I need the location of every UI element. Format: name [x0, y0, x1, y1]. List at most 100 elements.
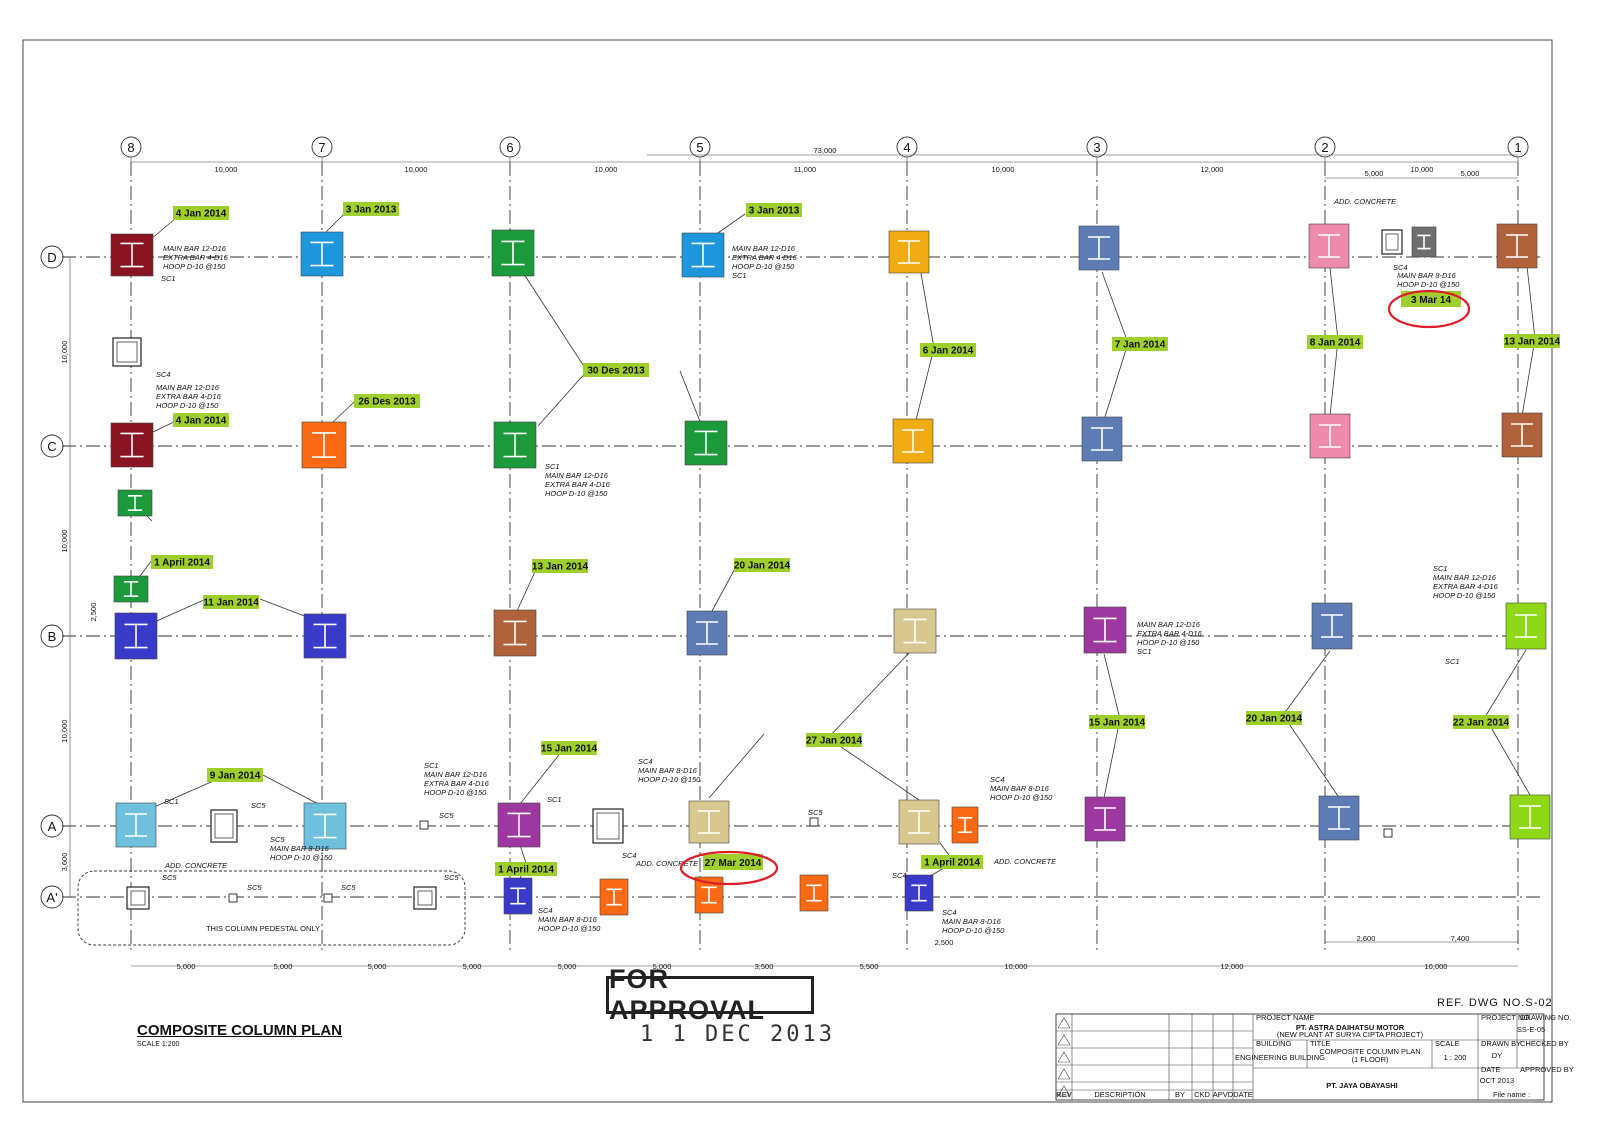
steel-section-glyph: [691, 242, 715, 268]
grid-bubble-C: [40, 434, 64, 458]
date-label: 1 April 2014: [921, 855, 983, 869]
pier-detail-box: [1381, 229, 1403, 255]
tb-drawing-no-label: DRAWING NO.: [1520, 1013, 1571, 1022]
date-label-text: 1 April 2014: [154, 558, 210, 569]
date-label-text: 26 Des 2013: [358, 397, 416, 408]
grid-label-C: C: [47, 439, 56, 454]
pier-detail-box: [126, 886, 150, 910]
red-highlight-circle: [679, 850, 779, 886]
sc1-tag: SC1: [424, 761, 439, 770]
steel-section-glyph: [310, 241, 334, 267]
sc4-tag: SC4: [892, 871, 907, 880]
sc4-tag: SC4: [538, 906, 553, 915]
dim-bottom-span: 5,000: [463, 962, 482, 971]
dim-top-sub: 5,000: [1365, 169, 1384, 178]
sc4-hoop-note: HOOP D-10 @150: [942, 926, 1005, 935]
revision-triangle-icon: [1057, 1068, 1071, 1080]
dim-row-span: 10,000: [60, 720, 69, 743]
sc5-tag: SC5: [341, 883, 356, 892]
steel-section-glyph: [1519, 805, 1541, 829]
composite-column: [110, 233, 154, 277]
tb-project-sub: (NEW PLANT AT SURYA CIPTA PROJECT): [1277, 1030, 1424, 1039]
steel-section-glyph: [1321, 614, 1343, 638]
column-fill: [1081, 416, 1123, 462]
circled-date-label: 3 Mar 14: [1387, 289, 1471, 329]
sc1-hoop-note: HOOP D-10 @150: [732, 262, 795, 271]
sc4-main-bar-note: MAIN BAR 8-D16: [990, 784, 1050, 793]
sc1-tag: SC1: [545, 462, 560, 471]
date-label: 15 Jan 2014: [541, 741, 598, 755]
composite-column: [681, 232, 725, 278]
sc1-main-bar-note: MAIN BAR 12-D16: [424, 770, 488, 779]
dim-row-span: 10,000: [60, 530, 69, 553]
sc1-hoop-note: HOOP D-10 @150: [1137, 638, 1200, 647]
date-label-text: 15 Jan 2014: [1089, 718, 1146, 729]
composite-column: [1411, 226, 1437, 258]
pier-detail-box: [413, 886, 437, 910]
steel-section-glyph: [313, 623, 337, 649]
date-label-bg: [495, 862, 557, 876]
date-label-bg: [532, 559, 588, 573]
steel-section-glyph: [313, 813, 337, 839]
steel-section-glyph: [698, 810, 720, 834]
date-label: 20 Jan 2014: [734, 558, 791, 572]
steel-section-glyph: [1417, 234, 1431, 250]
steel-section-glyph: [1318, 234, 1340, 258]
steel-section-glyph: [123, 581, 139, 597]
steel-section-glyph: [1319, 424, 1341, 448]
sheet-border: [22, 39, 1553, 1103]
sc1-tag: SC1: [547, 795, 562, 804]
composite-column: [1078, 225, 1120, 271]
composite-column: [493, 609, 537, 657]
leader-line: [1329, 267, 1339, 341]
stamp-date: 1 1 DEC 2013: [640, 1022, 835, 1047]
dim-top-span: 10,000: [595, 165, 618, 174]
composite-column: [300, 231, 344, 277]
date-label: 3 Jan 2013: [343, 202, 399, 216]
tb-title-sub: (1 FLOOR): [1351, 1055, 1389, 1064]
sc1-extra-bar-note: EXTRA BAR 4-D16: [156, 392, 222, 401]
steel-section-glyph: [1094, 807, 1116, 831]
composite-column: [1084, 796, 1126, 842]
sc1-hoop-note: HOOP D-10 @150: [424, 788, 487, 797]
leader-line: [262, 774, 323, 807]
rev-header: DATE: [1233, 1090, 1252, 1099]
date-label-bg: [1112, 337, 1168, 351]
leader-line: [517, 264, 588, 372]
sc5-tag: SC5: [808, 808, 823, 817]
steel-section-glyph: [898, 240, 920, 264]
grid-label-5: 5: [696, 140, 703, 155]
sc1-extra-bar-note: EXTRA BAR 4-D16: [1137, 629, 1203, 638]
steel-section-glyph: [902, 429, 924, 453]
grid-bubble-5: [689, 136, 711, 158]
sc1-tag: SC1: [732, 271, 747, 280]
date-label: 1 April 2014: [151, 555, 213, 569]
dim-row-span: 10,000: [60, 341, 69, 364]
tb-date-label: DATE: [1481, 1065, 1500, 1074]
sc5-tag: SC5: [247, 883, 262, 892]
date-label-bg: [203, 595, 259, 609]
composite-column: [497, 802, 541, 848]
sc4-main-bar-note: MAIN BAR 8-D16: [538, 915, 598, 924]
sc1-extra-bar-note: EXTRA BAR 4-D16: [1433, 582, 1499, 591]
composite-column: [491, 229, 535, 277]
sc5-tag: SC5: [270, 835, 285, 844]
tb-scale: 1 : 200: [1444, 1053, 1467, 1062]
dim-top-span: 11,000: [794, 165, 816, 174]
column-fill: [303, 802, 347, 850]
steel-section-glyph: [1328, 806, 1350, 830]
sc5-tag: SC5: [162, 873, 177, 882]
grid-label-2: 2: [1321, 140, 1328, 155]
grid-label-A': A': [46, 890, 57, 905]
leader-line: [537, 370, 588, 427]
date-label: 4 Jan 2014: [173, 206, 229, 220]
circled-date-label: 27 Mar 2014: [679, 850, 779, 886]
composite-column: [1311, 602, 1353, 650]
date-label: 7 Jan 2014: [1112, 337, 1168, 351]
steel-section-glyph: [124, 623, 148, 649]
steel-section-glyph: [606, 888, 622, 906]
sc1-tag: SC1: [161, 274, 176, 283]
steel-section-glyph: [507, 812, 531, 838]
composite-column: [303, 613, 347, 659]
leader-line: [1526, 265, 1536, 340]
